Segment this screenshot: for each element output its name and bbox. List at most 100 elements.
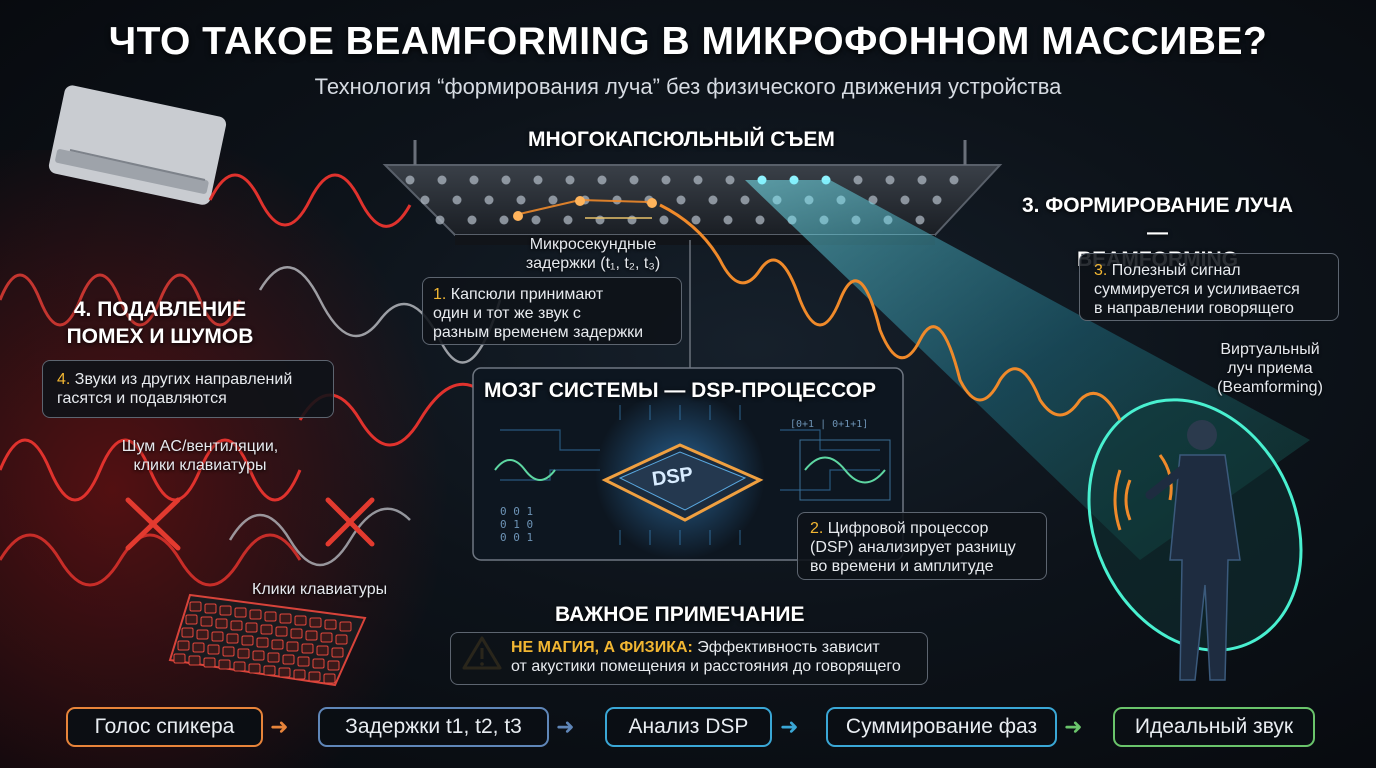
microphone-capsule (435, 215, 445, 225)
microphone-capsule (420, 195, 430, 205)
page-subtitle: Технология “формирования луча” без физич… (314, 74, 1062, 99)
keyboard-key (297, 656, 310, 667)
keyboard-key (309, 617, 322, 628)
keyboard-key (219, 605, 232, 616)
step2-number: 2. (810, 520, 824, 537)
keyboard-key (252, 650, 265, 661)
keyboard-key (189, 601, 202, 612)
microphone-capsule (629, 175, 639, 185)
keyboard-key (237, 648, 250, 659)
keyboard-key (312, 658, 325, 669)
microphone-capsule (627, 215, 637, 225)
keyboard-key (339, 621, 352, 632)
keyboard-key (185, 614, 198, 625)
step4-title: 4. ПОДАВЛЕНИЕ ПОМЕХ И ШУМОВ (60, 296, 260, 350)
microphone-capsule (501, 175, 511, 185)
note-bold: НЕ МАГИЯ, А ФИЗИКА: (511, 639, 693, 656)
microphone-capsule (467, 215, 477, 225)
step3-text: Полезный сигнал (1111, 262, 1241, 279)
microphone-capsule (949, 175, 959, 185)
note-line2: от акустики помещения и расстояния до го… (511, 658, 901, 675)
process-flow: Голос спикера ➜ Задержки t1, t2, t3 ➜ Ан… (0, 707, 1376, 747)
keyboard-key (271, 639, 284, 650)
keyboard-key (327, 660, 340, 671)
microphone-capsule (548, 195, 558, 205)
microphone-capsule (691, 215, 701, 225)
keyboard-key (305, 630, 318, 641)
flow-step-delays: Задержки t1, t2, t3 (318, 707, 549, 747)
microphone-capsule (723, 215, 733, 225)
keyboard-key (249, 609, 262, 620)
step3-line2: суммируется и усиливается (1094, 281, 1300, 298)
keyboard-key (267, 652, 280, 663)
keyboard-key (230, 620, 243, 631)
noise-wave (258, 266, 502, 364)
microphone-capsule (755, 215, 765, 225)
dsp-binary: [0+1 | 0+1+1] (790, 419, 869, 430)
array-title: МНОГОКАПСЮЛЬНЫЙ СЪЕМ (528, 128, 835, 151)
keyboard-key (196, 629, 209, 640)
keyboard-key (222, 646, 235, 657)
blocked-noise-x-icon (125, 497, 181, 551)
keyboard-key (177, 640, 190, 651)
keyboard-key (324, 619, 337, 630)
step2-box: 2. Цифровой процессор (DSP) анализирует … (797, 512, 1047, 580)
keyboard-key (234, 607, 247, 618)
dsp-title: МОЗГ СИСТЕМЫ — DSP-ПРОЦЕССОР (484, 379, 877, 402)
microphone-capsule (740, 195, 750, 205)
blocked-noise-x-icon (325, 497, 375, 547)
noise-wave (228, 507, 411, 567)
step4-box: 4. Звуки из других направлений гасятся и… (42, 360, 334, 418)
microphone-capsule (484, 195, 494, 205)
keyboard-key (256, 637, 269, 648)
delay-label-line2: задержки (t₁, t₂, t₃) (525, 255, 661, 272)
flow-arrow-icon: ➜ (270, 714, 289, 739)
keyboard-key (335, 634, 348, 645)
microphone-capsule (885, 175, 895, 185)
noise-wave (0, 273, 242, 327)
microphone-capsule (469, 175, 479, 185)
noise-label-line1: Шум AC/вентиляции, (121, 438, 279, 455)
keyboard-key (294, 615, 307, 626)
keyboard-key (192, 642, 205, 653)
step2-line2: (DSP) анализирует разницу (810, 539, 1016, 556)
step2-line1: 2. Цифровой процессор (810, 519, 1034, 538)
step1-number: 1. (433, 286, 447, 303)
microphone-capsule (612, 195, 622, 205)
keyboard-key (211, 631, 224, 642)
step4-title-line2: ПОМЕХ И ШУМОВ (66, 325, 254, 348)
noise-wave (0, 438, 302, 502)
flow-step-dsp: Анализ DSP (605, 707, 772, 747)
dsp-binary-block: 0 0 1 0 1 0 0 0 1 (500, 505, 533, 544)
microphone-capsule (516, 195, 526, 205)
keyboard-key (278, 667, 291, 678)
noise-wave (208, 173, 412, 228)
flow-step-ideal-sound: Идеальный звук (1113, 707, 1315, 747)
keyboard-key (204, 603, 217, 614)
flow-arrow-icon: ➜ (556, 714, 575, 739)
keyboard-icon (168, 593, 367, 687)
flow-step-summation: Суммирование фаз (826, 707, 1057, 747)
keyboard-key (323, 673, 336, 684)
keyboard-key (241, 635, 254, 646)
keyboard-key (218, 659, 231, 670)
microphone-capsule (693, 175, 703, 185)
step3-number: 3. (1094, 262, 1108, 279)
step3-title-line1: 3. ФОРМИРОВАНИЕ ЛУЧА — (1021, 194, 1294, 244)
microphone-capsule (676, 195, 686, 205)
noise-wave (0, 533, 302, 587)
noise-label-line2: клики клавиатуры (133, 457, 267, 474)
note-text: Эффективность зависит (692, 639, 880, 656)
microphone-capsule (932, 195, 942, 205)
microphone-capsule (499, 215, 509, 225)
keyboard-key (275, 626, 288, 637)
step2-text: Цифровой процессор (827, 520, 989, 537)
keyboard-key (290, 628, 303, 639)
dsp-binary-row: 0 1 0 (500, 518, 534, 531)
keyboard-key (233, 661, 246, 672)
beam-label: Виртуальный луч приема (Beamforming) (1200, 340, 1340, 397)
microphone-capsule (452, 195, 462, 205)
step3-box: 3. Полезный сигнал суммируется и усилива… (1079, 253, 1339, 321)
dsp-binary-row: 0 0 1 (500, 531, 534, 544)
